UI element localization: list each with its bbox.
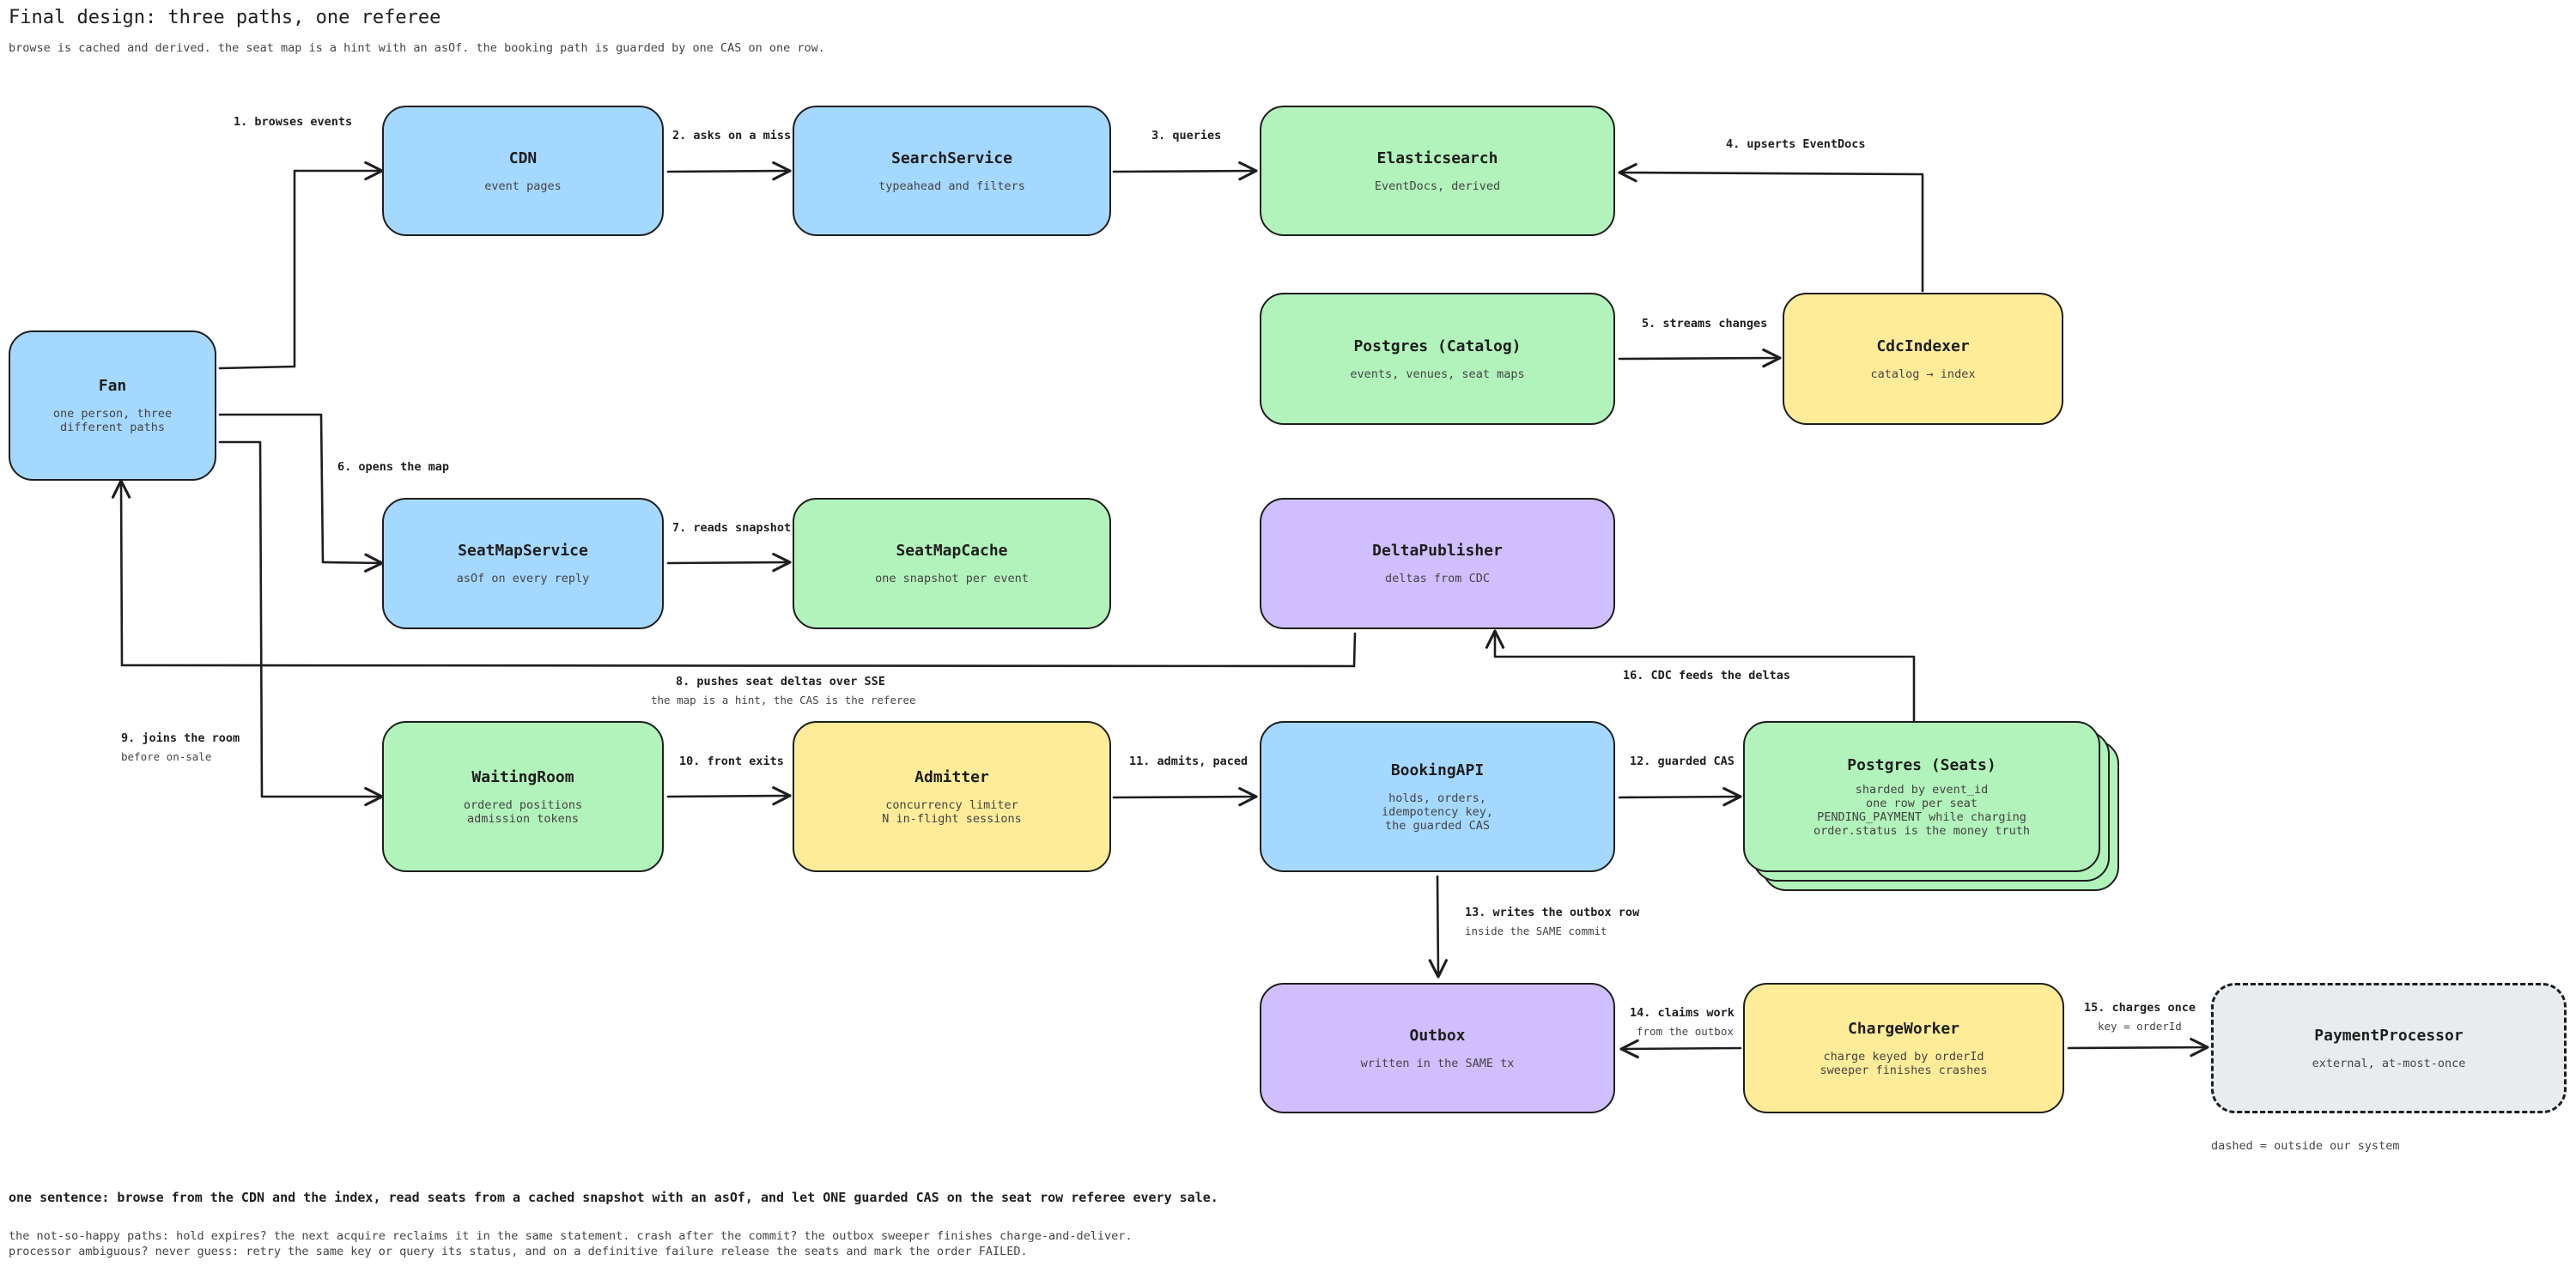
node-fan-title: Fan: [98, 377, 127, 395]
node-seatmap-service-title: SeatMapService: [458, 542, 588, 560]
edge-label-4: 4. upserts EventDocs: [1726, 137, 1866, 151]
edge-label-3: 3. queries: [1151, 129, 1222, 142]
edge-4-upserts-eventdocs: [1618, 162, 1924, 293]
node-postgres-seats-title: Postgres (Seats): [1847, 755, 1996, 774]
legend-note: dashed = outside our system: [2211, 1139, 2400, 1153]
edge-sublabel-8: the map is a hint, the CAS is the refere…: [651, 694, 916, 706]
edge-10-front-exits: [666, 785, 792, 806]
node-seatmap-cache[interactable]: SeatMapCache one snapshot per event: [793, 498, 1111, 629]
edge-3-queries: [1112, 161, 1258, 181]
node-cdn-title: CDN: [508, 149, 538, 167]
edge-label-14: 14. claims work: [1630, 1006, 1735, 1020]
edge-6-opens-the-map: [218, 413, 384, 573]
edge-label-5: 5. streams changes: [1642, 317, 1768, 330]
node-seatmap-service-subtitle: asOf on every reply: [456, 572, 590, 585]
node-elasticsearch-subtitle: EventDocs, derived: [1374, 179, 1501, 193]
node-cdc-indexer[interactable]: CdcIndexer catalog → index: [1783, 293, 2063, 425]
edge-15-charges-once: [2067, 1037, 2209, 1058]
edge-sublabel-9: before on-sale: [121, 750, 212, 763]
node-waiting-room-title: WaitingRoom: [471, 767, 574, 786]
node-outbox[interactable]: Outbox written in the SAME tx: [1260, 983, 1615, 1113]
summary-sentence: one sentence: browse from the CDN and th…: [9, 1190, 1218, 1205]
edge-sublabel-15: key = orderId: [2098, 1020, 2182, 1033]
node-postgres-catalog-title: Postgres (Catalog): [1353, 336, 1522, 355]
node-search-service[interactable]: SearchService typeahead and filters: [793, 106, 1111, 236]
node-outbox-title: Outbox: [1409, 1026, 1466, 1045]
node-delta-publisher[interactable]: DeltaPublisher deltas from CDC: [1260, 498, 1615, 629]
edge-label-9: 9. joins the room: [121, 731, 240, 745]
node-cdn-subtitle: event pages: [484, 179, 562, 193]
node-admitter-subtitle: concurrency limiter N in-flight sessions: [882, 797, 1022, 826]
node-seatmap-cache-subtitle: one snapshot per event: [875, 572, 1029, 585]
node-search-service-title: SearchService: [891, 149, 1012, 167]
node-waiting-room[interactable]: WaitingRoom ordered positions admission …: [382, 721, 664, 872]
node-delta-publisher-subtitle: deltas from CDC: [1385, 572, 1490, 585]
node-outbox-subtitle: written in the SAME tx: [1360, 1056, 1515, 1070]
page-title: Final design: three paths, one referee: [9, 7, 441, 28]
edge-13-writes-outbox-row: [1428, 875, 1448, 979]
footer-line-2: processor ambiguous? never guess: retry …: [9, 1245, 1028, 1258]
node-search-service-subtitle: typeahead and filters: [878, 179, 1025, 193]
node-delta-publisher-title: DeltaPublisher: [1372, 542, 1503, 560]
node-seatmap-cache-title: SeatMapCache: [896, 542, 1008, 560]
node-payment-processor[interactable]: PaymentProcessor external, at-most-once: [2211, 983, 2567, 1113]
node-charge-worker-subtitle: charge keyed by orderId sweeper finishes…: [1820, 1049, 1988, 1077]
node-waiting-room-subtitle: ordered positions admission tokens: [463, 797, 583, 826]
edge-label-11: 11. admits, paced: [1129, 755, 1249, 768]
node-postgres-catalog-subtitle: events, venues, seat maps: [1350, 367, 1525, 381]
node-admitter-title: Admitter: [914, 767, 989, 786]
page-subtitle: browse is cached and derived. the seat m…: [9, 41, 825, 55]
edge-5-streams-changes: [1618, 348, 1782, 368]
node-postgres-catalog[interactable]: Postgres (Catalog) events, venues, seat …: [1260, 293, 1615, 425]
edge-label-15: 15. charges once: [2084, 1001, 2196, 1015]
node-payment-processor-subtitle: external, at-most-once: [2312, 1056, 2466, 1070]
edge-label-2: 2. asks on a miss: [672, 129, 792, 142]
edge-14-claims-work: [1619, 1039, 1742, 1059]
node-seatmap-service[interactable]: SeatMapService asOf on every reply: [382, 498, 664, 629]
node-elasticsearch-title: Elasticsearch: [1376, 149, 1498, 167]
edge-label-16: 16. CDC feeds the deltas: [1623, 669, 1791, 682]
edge-16-cdc-feeds-deltas: [1485, 629, 1916, 723]
node-payment-processor-title: PaymentProcessor: [2314, 1026, 2464, 1045]
edge-2-asks-on-a-miss: [666, 161, 792, 181]
node-fan[interactable]: Fan one person, three different paths: [9, 330, 216, 481]
node-booking-api-subtitle: holds, orders, idempotency key, the guar…: [1381, 791, 1494, 833]
edge-1-browses-events: [218, 161, 384, 370]
edge-label-10: 10. front exits: [679, 755, 784, 768]
edge-8-pushes-seat-deltas: [111, 479, 1357, 668]
edge-sublabel-14: from the outbox: [1637, 1025, 1734, 1038]
edge-label-12: 12. guarded CAS: [1630, 755, 1735, 768]
edge-sublabel-13: inside the SAME commit: [1465, 924, 1607, 937]
footer-line-1: the not-so-happy paths: hold expires? th…: [9, 1229, 1133, 1243]
node-postgres-seats-subtitle: sharded by event_id one row per seat PEN…: [1814, 782, 2030, 838]
node-admitter[interactable]: Admitter concurrency limiter N in-flight…: [793, 721, 1111, 872]
node-cdn[interactable]: CDN event pages: [382, 106, 664, 236]
edge-label-6: 6. opens the map: [337, 460, 450, 474]
edge-label-13: 13. writes the outbox row: [1465, 906, 1640, 919]
edge-label-8: 8. pushes seat deltas over SSE: [676, 675, 885, 688]
node-postgres-seats[interactable]: Postgres (Seats) sharded by event_id one…: [1743, 721, 2100, 872]
edge-7-reads-snapshot: [666, 552, 792, 573]
node-cdc-indexer-subtitle: catalog → index: [1870, 367, 1976, 381]
node-elasticsearch[interactable]: Elasticsearch EventDocs, derived: [1260, 106, 1615, 236]
node-fan-subtitle: one person, three different paths: [52, 407, 173, 434]
edge-label-1: 1. browses events: [234, 115, 353, 129]
node-charge-worker-title: ChargeWorker: [1847, 1019, 1960, 1038]
node-cdc-indexer-title: CdcIndexer: [1876, 336, 1970, 355]
node-booking-api[interactable]: BookingAPI holds, orders, idempotency ke…: [1260, 721, 1615, 872]
edge-9-joins-the-room: [218, 440, 384, 807]
node-charge-worker[interactable]: ChargeWorker charge keyed by orderId swe…: [1743, 983, 2064, 1113]
edge-label-7: 7. reads snapshot: [672, 521, 792, 535]
node-booking-api-title: BookingAPI: [1390, 761, 1485, 779]
